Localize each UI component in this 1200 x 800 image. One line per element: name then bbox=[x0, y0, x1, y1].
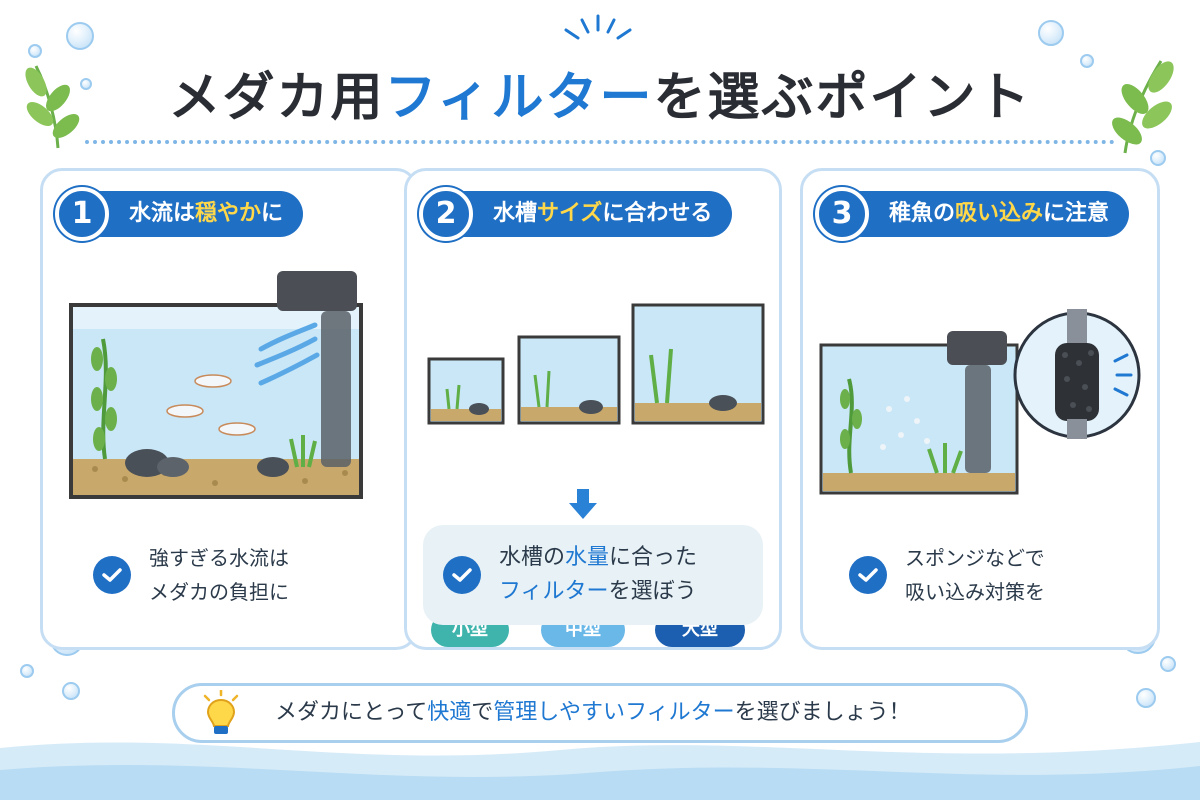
tank-size-illustrations bbox=[427, 303, 765, 425]
check-row: 水槽の水量に合った フィルターを選ぼう bbox=[443, 541, 697, 609]
title-divider bbox=[85, 140, 1115, 144]
sparkle-icon bbox=[564, 14, 632, 40]
bubble-icon bbox=[62, 682, 80, 700]
bubble-icon bbox=[28, 44, 42, 58]
arrow-down-icon bbox=[569, 489, 597, 519]
bubble-icon bbox=[66, 22, 94, 50]
aquarium-sponge-illustration bbox=[819, 309, 1141, 495]
card-header: 2 水槽サイズに合わせる bbox=[419, 187, 733, 241]
lightbulb-icon bbox=[203, 690, 239, 734]
check-text-line: 強すぎる水流は bbox=[149, 546, 289, 570]
card-water-flow: 1 水流は穏やかに 強すぎる水流はメダカの負担に bbox=[40, 168, 418, 650]
leaf-icon bbox=[1112, 60, 1174, 154]
check-text-line: 吸い込み対策を bbox=[905, 580, 1045, 604]
callout-line-1: 水槽の水量に合った bbox=[499, 545, 698, 570]
bubble-icon bbox=[20, 664, 34, 678]
check-row: スポンジなどで吸い込み対策を bbox=[849, 541, 1045, 609]
card-header: 1 水流は穏やかに bbox=[55, 187, 304, 241]
aquarium-illustration bbox=[69, 271, 363, 499]
tip-bar: メダカにとって快適で管理しやすいフィルターを選びましょう！ bbox=[172, 683, 1028, 743]
card-header: 3 稚魚の吸い込みに注意 bbox=[815, 187, 1130, 241]
bubble-icon bbox=[1150, 150, 1166, 166]
check-row: 強すぎる水流はメダカの負担に bbox=[93, 541, 289, 609]
check-icon bbox=[443, 556, 481, 594]
bubble-icon bbox=[1136, 688, 1156, 708]
bubble-icon bbox=[1080, 54, 1094, 68]
callout-box: 水槽の水量に合った フィルターを選ぼう bbox=[423, 525, 763, 625]
bubble-icon bbox=[1160, 656, 1176, 672]
callout-line-2: フィルターを選ぼう bbox=[499, 579, 697, 604]
tip-text: メダカにとって快適で管理しやすいフィルターを選びましょう！ bbox=[275, 700, 911, 725]
check-icon bbox=[849, 556, 887, 594]
leaf-icon bbox=[25, 65, 80, 149]
number-badge: 2 bbox=[419, 187, 473, 241]
check-icon bbox=[93, 556, 131, 594]
number-badge: 3 bbox=[815, 187, 869, 241]
check-text-line: メダカの負担に bbox=[149, 580, 289, 604]
page-title: メダカ用フィルターを選ぶポイント bbox=[168, 68, 1032, 128]
card-fry-intake: 3 稚魚の吸い込みに注意 スポンジなどで吸い込み対策を bbox=[800, 168, 1160, 650]
bubble-icon bbox=[80, 78, 92, 90]
bubble-icon bbox=[1038, 20, 1064, 46]
number-badge: 1 bbox=[55, 187, 109, 241]
check-text-line: スポンジなどで bbox=[905, 546, 1045, 570]
